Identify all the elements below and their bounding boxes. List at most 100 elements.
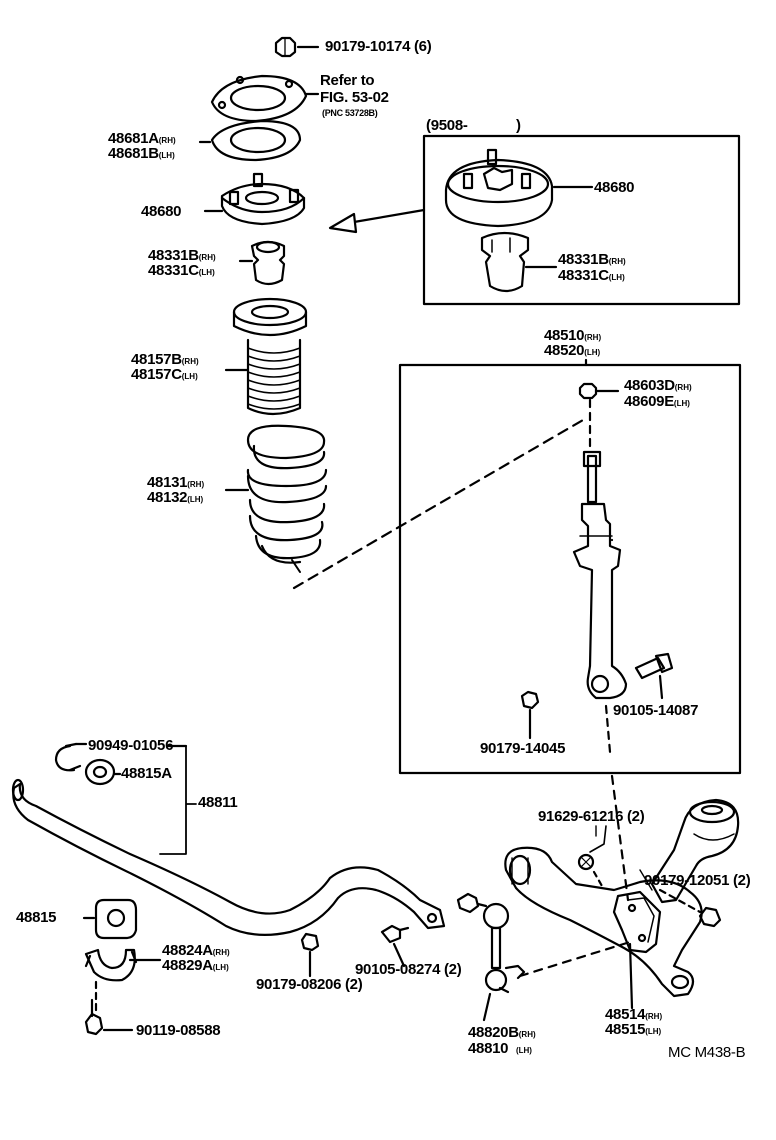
boot-b-side: (RH) xyxy=(181,357,199,366)
inset-bump-c-number: 48331C xyxy=(558,267,609,284)
upper-plate-part xyxy=(210,74,320,123)
fork-nut-part xyxy=(658,888,722,928)
inset-bump-c-side: (LH) xyxy=(608,273,625,282)
label-top-nut: 90179-10174 (6) xyxy=(325,38,432,55)
fork-pin-part xyxy=(577,825,607,888)
fork-rh-side: (RH) xyxy=(645,1012,663,1021)
label-insulator-b: 48681B(LH) xyxy=(108,146,175,164)
label-insulator-a: 48681A(RH) xyxy=(108,131,176,149)
spring-rh-number: 48131 xyxy=(147,474,188,491)
absorber-nut-part xyxy=(520,690,540,740)
label-fork-lh: 48515(LH) xyxy=(605,1022,661,1040)
insulator-part xyxy=(198,119,302,162)
absorber-lh-number: 48520 xyxy=(544,342,585,359)
bump-stopper-part xyxy=(238,240,286,286)
boot-c-side: (LH) xyxy=(181,372,198,381)
stabilizer-bushing-a-part xyxy=(84,758,122,786)
insulator-a-side: (RH) xyxy=(158,136,176,145)
bracket-b-side: (LH) xyxy=(212,963,229,972)
leader-absorber-fork xyxy=(610,774,630,902)
bracket-bolt-part xyxy=(84,998,134,1036)
label-inset-bump-c: 48331C(LH) xyxy=(558,268,625,286)
absorber-lh-side: (LH) xyxy=(584,348,601,357)
label-stabilizer-bar: 48811 xyxy=(198,794,238,811)
bump-c-side: (LH) xyxy=(198,268,215,277)
label-stabilizer-bolt: 90105-08274 (2) xyxy=(355,961,462,978)
leader-spring-absorber xyxy=(292,418,585,590)
absorber-box xyxy=(398,363,742,775)
label-inset-bump-b: 48331B(RH) xyxy=(558,252,626,270)
inset-bump-b-number: 48331B xyxy=(558,251,609,268)
label-nut-d: 48603D(RH) xyxy=(624,378,692,396)
label-refer-to: Refer to xyxy=(320,72,375,89)
label-bracket-b: 48829A(LH) xyxy=(162,958,229,976)
label-refer-fig: FIG. 53-02 xyxy=(320,89,389,106)
link-b-side: (RH) xyxy=(518,1030,536,1039)
suspension-support-part xyxy=(203,172,306,226)
label-bracket-a: 48824A(RH) xyxy=(162,943,230,961)
label-inset-date: (9508- xyxy=(426,117,468,134)
spring-lh-number: 48132 xyxy=(147,489,188,506)
label-absorber-lh: 48520(LH) xyxy=(544,343,600,361)
spring-rh-side: (RH) xyxy=(187,480,205,489)
insulator-b-number: 48681B xyxy=(108,145,159,162)
label-fork-rh: 48514(RH) xyxy=(605,1007,662,1025)
label-link-b: 48820B(RH) xyxy=(468,1025,536,1043)
absorber-fork-part xyxy=(612,890,662,1010)
link-lh-side: (LH) xyxy=(515,1046,532,1055)
absorber-rh-side: (RH) xyxy=(584,333,602,342)
bump-b-number: 48331B xyxy=(148,247,199,264)
fork-lh-side: (LH) xyxy=(645,1027,662,1036)
label-inset-date-close: ) xyxy=(516,117,521,134)
coil-spring-part xyxy=(224,424,328,573)
stabilizer-bolt-part xyxy=(380,924,410,968)
insulator-b-side: (LH) xyxy=(158,151,175,160)
absorber-rh-number: 48510 xyxy=(544,327,585,344)
absorber-bolt-part xyxy=(634,652,674,700)
nut-d-side: (RH) xyxy=(674,383,692,392)
label-link-lh: 48810 (LH) xyxy=(468,1041,532,1059)
bump-c-number: 48331C xyxy=(148,262,199,279)
stabilizer-bracket-leader xyxy=(159,745,197,855)
dust-boot-part xyxy=(224,297,308,416)
fork-rh-number: 48514 xyxy=(605,1006,646,1023)
link-lh-number: 48810 xyxy=(468,1040,509,1057)
label-stabilizer-nut: 90179-08206 (2) xyxy=(256,976,363,993)
inset-arrow xyxy=(328,208,426,234)
shock-absorber-part xyxy=(572,382,628,754)
boot-c-number: 48157C xyxy=(131,366,182,383)
label-diagram-code: MC M438-B xyxy=(668,1044,746,1061)
snap-ring-part xyxy=(54,742,88,772)
fork-lh-number: 48515 xyxy=(605,1021,646,1038)
bushing-bracket-part xyxy=(84,948,162,1014)
label-refer-pnc: (PNC 53728B) xyxy=(322,108,378,118)
nut-d-number: 48603D xyxy=(624,377,675,394)
bracket-a-number: 48824A xyxy=(162,942,213,959)
nut-e-side: (LH) xyxy=(673,399,690,408)
label-bump-b: 48331B(RH) xyxy=(148,248,216,266)
label-boot-b: 48157B(RH) xyxy=(131,352,199,370)
steering-knuckle-part xyxy=(650,798,740,904)
insulator-a-number: 48681A xyxy=(108,130,159,147)
lower-arm-part xyxy=(504,846,703,998)
label-bushing-a: 48815A xyxy=(121,765,172,782)
inset-support-part xyxy=(444,148,594,228)
label-absorber-bolt: 90105-14087 xyxy=(613,702,699,719)
leader-fork-nut xyxy=(639,869,653,891)
label-support: 48680 xyxy=(141,203,182,220)
inset-bump-stopper-part xyxy=(480,231,558,293)
leader-link-fork xyxy=(518,940,632,978)
bump-b-side: (RH) xyxy=(198,253,216,262)
label-absorber-nut: 90179-14045 xyxy=(480,740,566,757)
stabilizer-bushing-part xyxy=(82,898,138,940)
bracket-b-number: 48829A xyxy=(162,957,213,974)
label-fork-nut: 90179-12051 (2) xyxy=(644,872,751,889)
label-snap-ring: 90949-01056 xyxy=(88,737,174,754)
stabilizer-bar-part xyxy=(11,778,446,936)
spring-lh-side: (LH) xyxy=(187,495,204,504)
label-bracket-bolt: 90119-08588 xyxy=(136,1022,221,1039)
label-fork-pin: 91629-61216 (2) xyxy=(538,808,645,825)
inset-box xyxy=(422,134,741,306)
stabilizer-nut-part xyxy=(300,932,320,978)
